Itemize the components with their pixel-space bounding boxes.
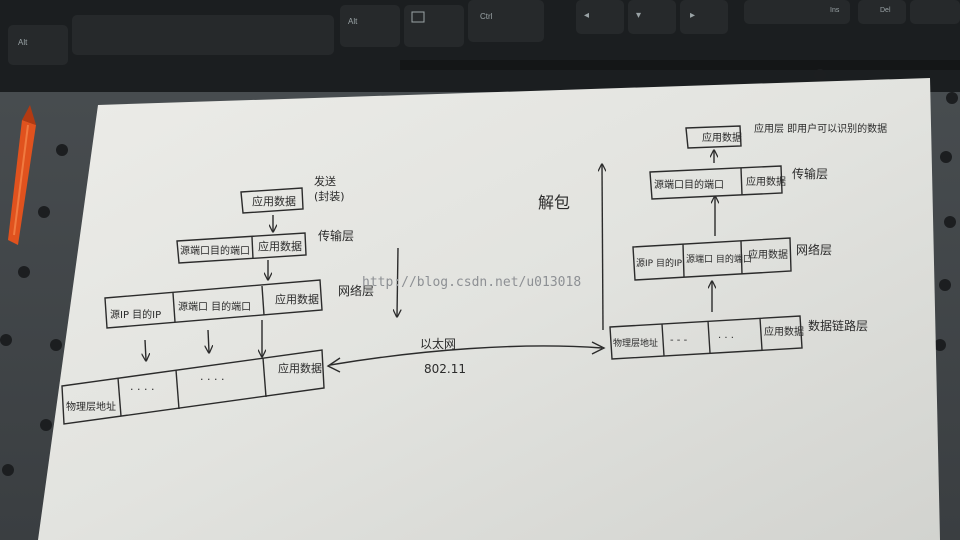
key-label-ins: Ins [830, 7, 840, 14]
decap-transport-layer: 传输层 [792, 166, 828, 181]
encap-transport-ports: 源端口目的端口 [180, 244, 250, 257]
key-label-ctrl: Ctrl [480, 12, 493, 21]
encapsulation-diagram [61, 187, 398, 425]
decap-link-gap2: . . . [718, 330, 734, 341]
encap-link-address: 物理层地址 [66, 400, 116, 413]
decap-link-layer: 数据链路层 [808, 318, 868, 333]
arrow-left-icon: ◂ [584, 10, 589, 21]
watermark: http://blog.csdn.net/u013018 [362, 275, 581, 290]
decap-transport-ports: 源端口目的端口 [654, 178, 724, 191]
decap-network-ports: 源端口 目的端口 [686, 253, 752, 265]
decap-header: 解包 [538, 193, 570, 212]
decap-app-data: 应用数据 [702, 131, 742, 144]
encap-header-line1: 发送 [314, 174, 336, 188]
encap-link-data: 应用数据 [278, 361, 322, 375]
decap-network-ip: 源IP 目的IP [636, 257, 683, 269]
orange-pen [8, 105, 36, 245]
encap-link-gap2: . . . . [200, 370, 224, 383]
encap-transport-layer: 传输层 [318, 228, 354, 243]
keyboard-keys [8, 0, 960, 70]
encap-network-layer: 网络层 [338, 283, 374, 298]
key-label-del: Del [880, 7, 891, 14]
encap-link-gap1: . . . . [130, 380, 154, 393]
decap-link-gap1: - - - [670, 335, 688, 346]
arrow-right-icon: ▸ [690, 10, 695, 21]
key-label-alt-left: Alt [18, 38, 28, 47]
decap-link-data: 应用数据 [764, 325, 804, 338]
decap-link-address: 物理层地址 [613, 337, 658, 349]
encap-network-ip: 源IP 目的IP [110, 308, 161, 321]
key-label-alt-right: Alt [348, 17, 358, 26]
link-standard: 802.11 [424, 362, 466, 376]
encap-app-data: 应用数据 [252, 194, 296, 208]
encap-network-data: 应用数据 [275, 292, 319, 306]
decap-network-layer: 网络层 [796, 242, 832, 257]
link-label: 以太网 [420, 336, 456, 351]
arrow-down-icon: ▾ [636, 10, 641, 21]
decap-app-layer-note: 应用层 即用户可以识别的数据 [754, 122, 887, 135]
encap-network-ports: 源端口 目的端口 [178, 300, 251, 313]
paper-sheet [38, 78, 940, 540]
encap-header-line2: (封装) [314, 189, 345, 203]
decap-transport-data: 应用数据 [746, 175, 786, 188]
encap-transport-data: 应用数据 [258, 239, 302, 253]
decapsulation-diagram [602, 125, 803, 360]
menu-key-icon [411, 11, 425, 23]
decap-network-data: 应用数据 [748, 248, 788, 261]
ethernet-link [326, 341, 606, 373]
